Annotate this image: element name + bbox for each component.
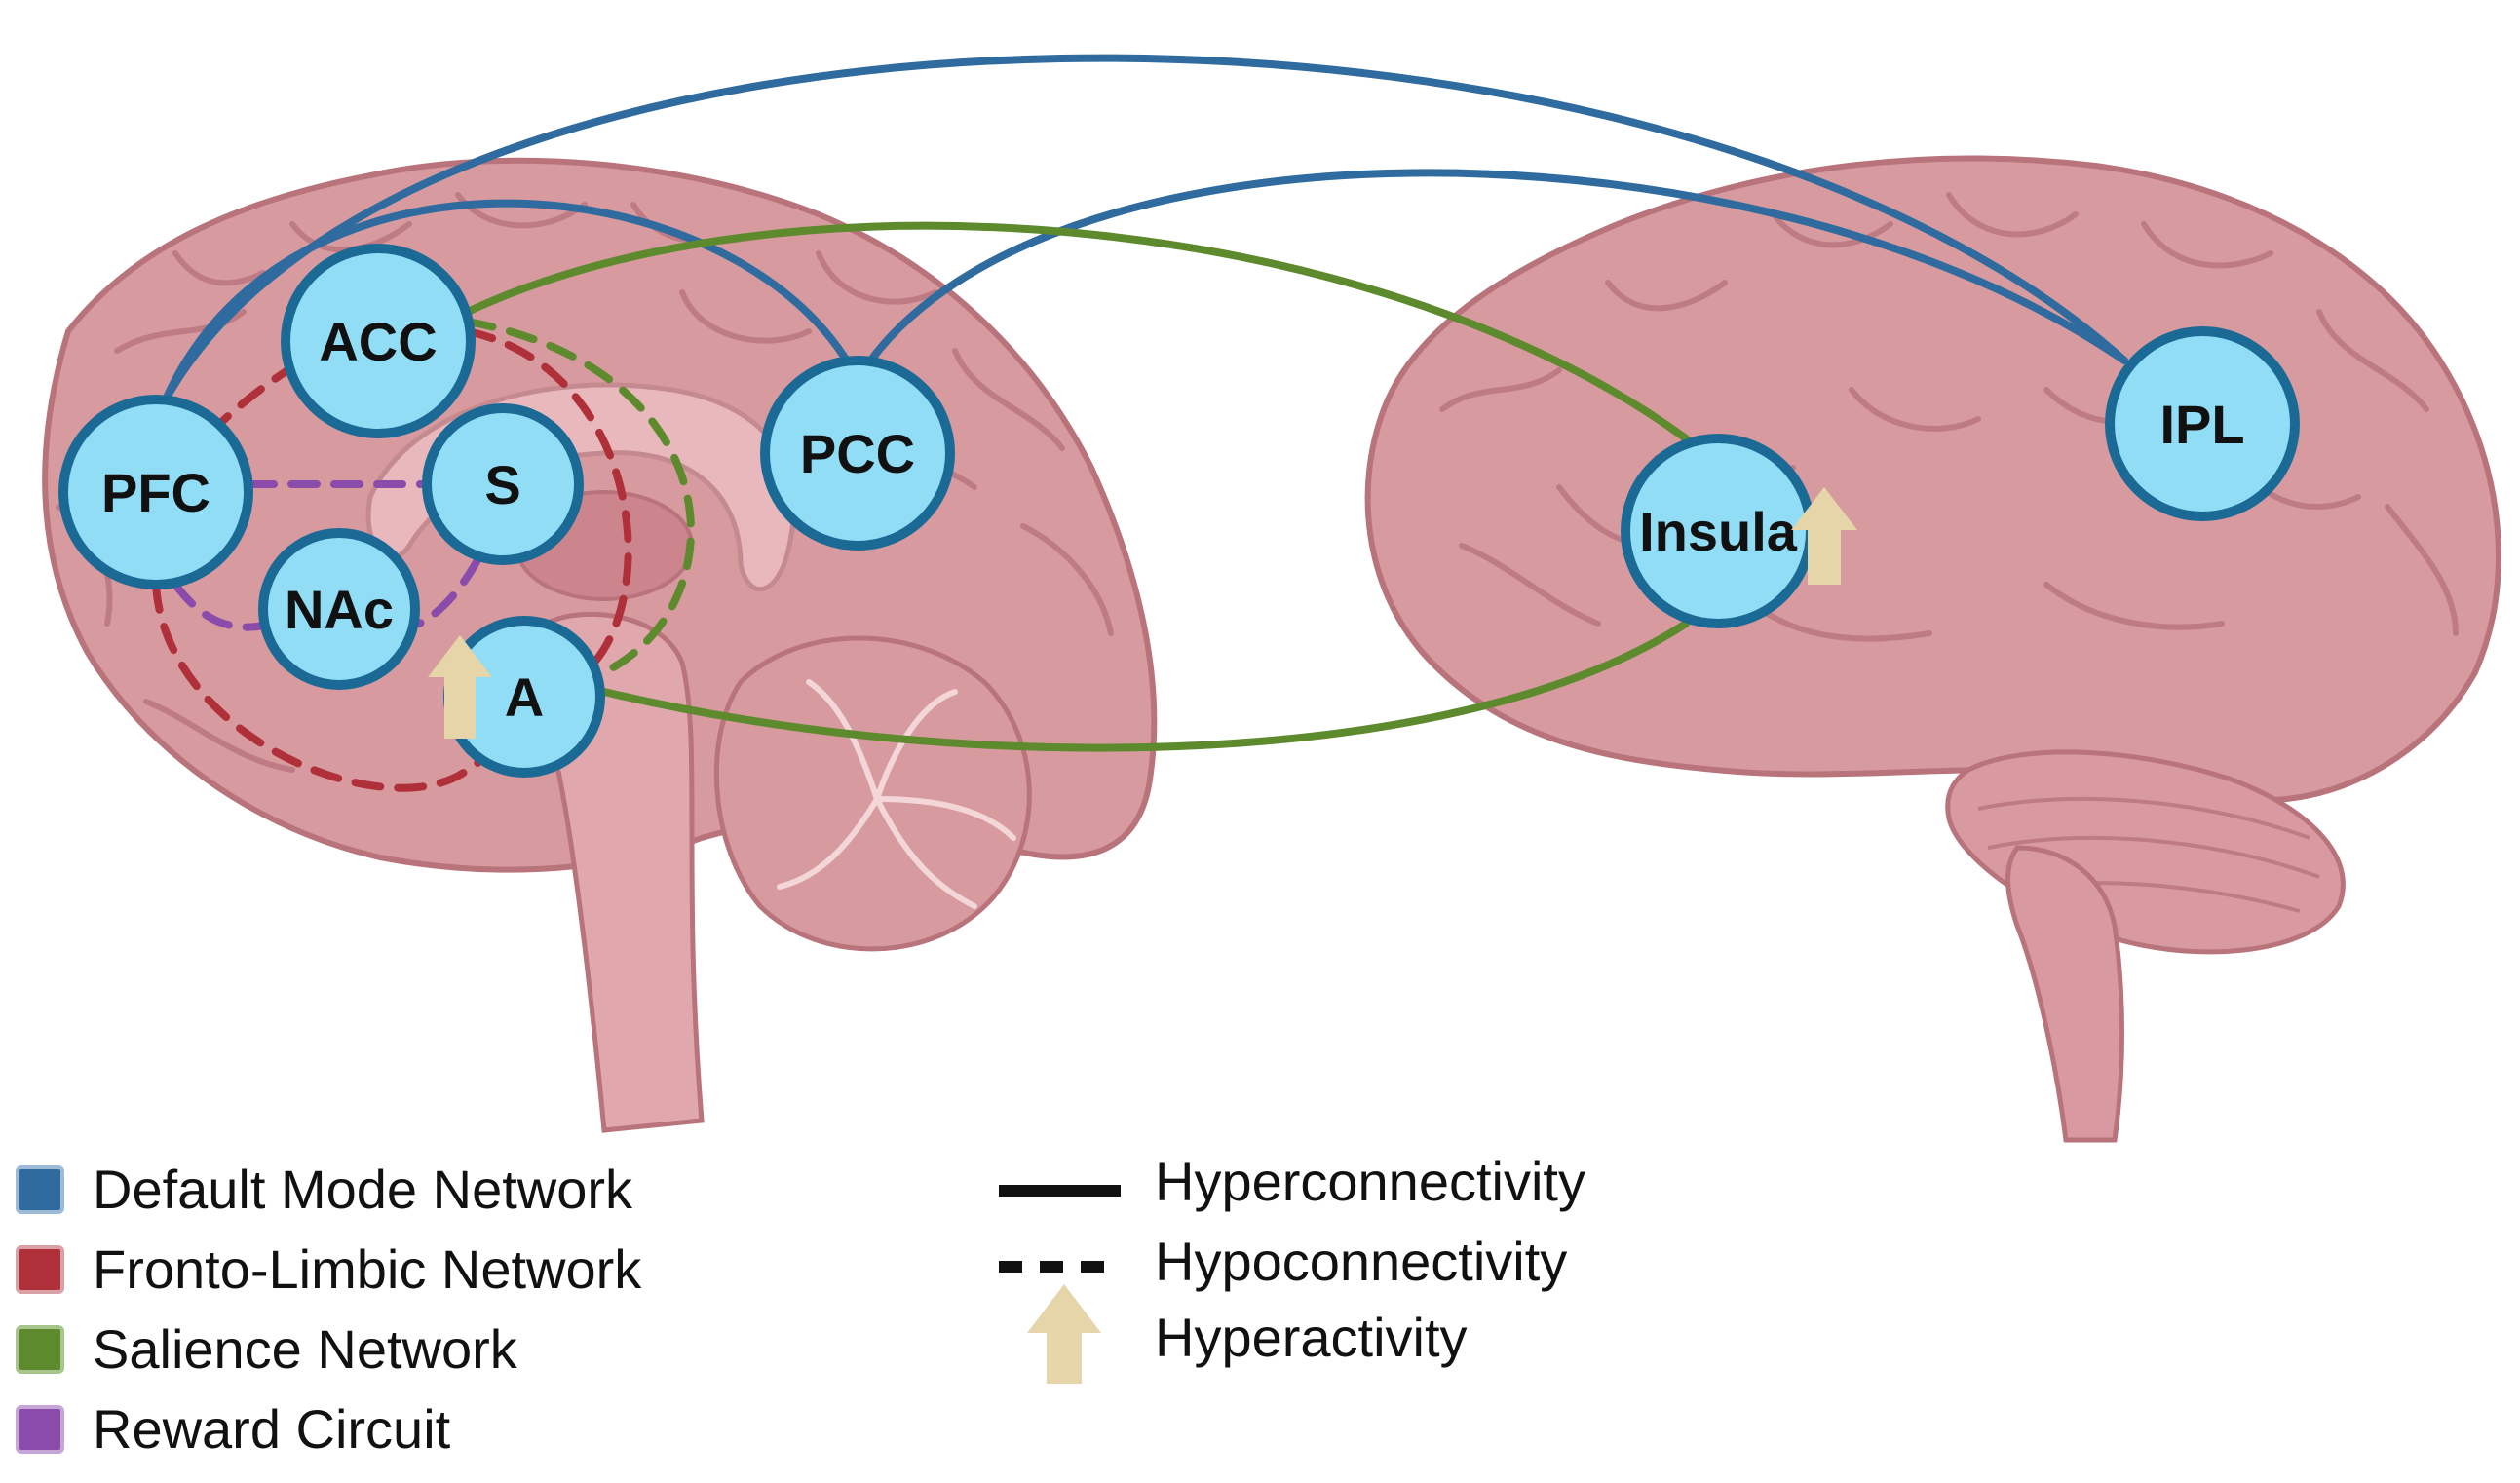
right-brain-cerebrum bbox=[1364, 155, 2501, 804]
connections bbox=[152, 54, 2128, 792]
dmn-pfc-pcc bbox=[162, 199, 861, 403]
node-insula: Insula bbox=[1621, 434, 1815, 628]
legend-item-hyperactivity: Hyperactivity bbox=[1027, 1284, 1468, 1384]
node-pfc: PFC bbox=[58, 395, 253, 589]
node-insula-label: Insula bbox=[1639, 501, 1798, 562]
right-brainstem bbox=[2005, 845, 2124, 1143]
hyperactivity-arrow-icon bbox=[1027, 1284, 1101, 1384]
salience-acc-a-dashed bbox=[464, 318, 695, 676]
node-s-label: S bbox=[484, 454, 520, 515]
frontolimbic-acc-a bbox=[464, 327, 632, 676]
node-nac-label: NAc bbox=[285, 579, 394, 640]
node-pcc-label: PCC bbox=[800, 423, 915, 484]
hyperactivity-arrow-icon bbox=[1791, 487, 1857, 585]
legend-label: Hypoconnectivity bbox=[1155, 1231, 1567, 1292]
legend-item-default-mode: Default Mode Network bbox=[16, 1159, 633, 1220]
dmn-pfc-ipl bbox=[162, 54, 2128, 403]
legend-item-salience: Salience Network bbox=[16, 1318, 518, 1380]
legend-item-fronto-limbic: Fronto-Limbic Network bbox=[16, 1238, 642, 1300]
node-pfc-label: PFC bbox=[101, 462, 210, 523]
legend-label: Salience Network bbox=[93, 1318, 518, 1380]
nodes: PFC ACC S NAc A PCC Insula IPL bbox=[58, 244, 2300, 778]
legend-label: Fronto-Limbic Network bbox=[93, 1238, 642, 1300]
dmn-pcc-ipl bbox=[854, 169, 2128, 384]
legend-item-hypoconnectivity: Hypoconnectivity bbox=[999, 1231, 1567, 1292]
node-ipl: IPL bbox=[2105, 326, 2300, 521]
node-a-label: A bbox=[505, 666, 544, 728]
legend-networks: Default Mode Network Fronto-Limbic Netwo… bbox=[16, 1159, 642, 1460]
frontolimbic-pfc-a bbox=[152, 581, 530, 792]
salience-acc-insula bbox=[464, 221, 1690, 442]
node-s: S bbox=[422, 403, 584, 565]
reward-s-nac bbox=[415, 556, 481, 627]
node-acc: ACC bbox=[281, 244, 476, 438]
legend-label: Hyperconnectivity bbox=[1155, 1151, 1585, 1212]
legend-item-reward: Reward Circuit bbox=[16, 1398, 451, 1460]
legend-label: Hyperactivity bbox=[1155, 1307, 1468, 1368]
sagittal-brain bbox=[42, 157, 1158, 1133]
legend-item-hyperconnectivity: Hyperconnectivity bbox=[999, 1151, 1585, 1212]
legend-label: Reward Circuit bbox=[93, 1398, 451, 1460]
salience-a-insula bbox=[600, 620, 1690, 752]
cerebellum-tree bbox=[777, 679, 1016, 909]
node-ipl-label: IPL bbox=[2159, 394, 2244, 455]
lateral-brain bbox=[1364, 155, 2501, 1143]
hyperactivity-arrow-icon bbox=[428, 635, 492, 739]
node-acc-label: ACC bbox=[319, 311, 437, 372]
legend-label: Default Mode Network bbox=[93, 1159, 633, 1220]
legend-line-types: Hyperconnectivity Hypoconnectivity Hyper… bbox=[999, 1151, 1585, 1384]
node-nac: NAc bbox=[258, 528, 420, 690]
node-pcc: PCC bbox=[760, 356, 955, 551]
